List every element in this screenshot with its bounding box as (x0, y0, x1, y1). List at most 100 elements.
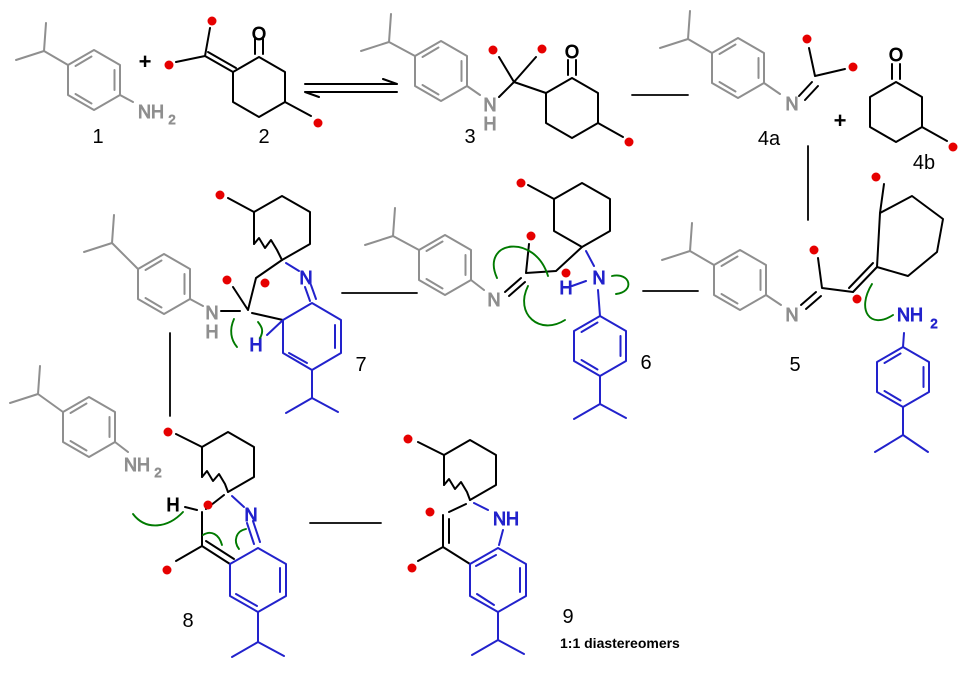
isopropyl-and-n-bonds (364, 207, 485, 291)
amine-subscript: 2 (154, 465, 161, 480)
compound-7-label: 7 (355, 354, 366, 376)
isotope-dot (516, 178, 526, 188)
nitrogen-label: N (786, 94, 799, 114)
compound-8-structure: H N (132, 431, 287, 658)
cyclohexanone-ring (232, 56, 286, 118)
imine-double-bond (798, 81, 819, 101)
electron-pushing-arrow (493, 245, 549, 279)
isotope-dot (162, 565, 172, 575)
isotope-dot (871, 172, 881, 182)
compound-3-label: 3 (464, 126, 475, 148)
imine-bonds (231, 495, 261, 545)
isotope-dot (222, 275, 232, 285)
compound-6-label: 6 (640, 352, 651, 374)
nh-hydrogen-label: H (484, 114, 497, 134)
wavy-stereo-bond (253, 237, 283, 261)
isotope-dot (313, 118, 323, 128)
compound-5-label: 5 (789, 354, 800, 376)
carbonyl-and-methyl (891, 63, 948, 142)
compound-4b-label: 4b (913, 152, 935, 174)
amine-label: NH (897, 305, 923, 325)
isotope-dot (526, 231, 536, 241)
amine-subscript: 2 (930, 316, 937, 331)
isotope-dot (163, 427, 173, 437)
byproduct-aniline-structure: NH 2 (9, 365, 162, 481)
electron-pushing-arrow (132, 511, 184, 527)
compound-9-label: 9 (562, 606, 573, 628)
compound-7-structure: N H H N (83, 195, 342, 414)
compound-1-structure: NH 2 (15, 22, 176, 128)
compound-4b-structure: O (869, 45, 948, 143)
isotope-dot (852, 294, 862, 304)
isotope-dot (848, 62, 858, 72)
aniline-benzene-ring (876, 346, 930, 408)
benzene-ring (137, 253, 191, 315)
exocyclic-double-bond (204, 51, 237, 73)
cyclohexanone-ring (869, 81, 923, 143)
oxygen-label: O (252, 24, 266, 44)
isotope-dot (260, 278, 270, 288)
isopropyl-and-n-bonds (661, 222, 782, 306)
plus-sign: + (139, 49, 152, 74)
isotope-dot (407, 563, 417, 573)
oxygen-label: O (889, 45, 903, 65)
compound-6-structure: N H N (364, 182, 630, 420)
compound-3-structure: N H O (360, 13, 624, 139)
methyl-and-chain (817, 257, 854, 293)
imine-bonds (285, 262, 317, 302)
imine-double-bond (800, 291, 822, 310)
plus-sign: + (834, 108, 847, 133)
nitrogen-label: N (300, 268, 313, 288)
isopropyl-and-nh2-bonds (9, 365, 129, 453)
compound-9-structure: NH (417, 439, 527, 656)
compound-5-structure: N NH 2 (661, 183, 944, 453)
compound-1-label: 1 (92, 126, 103, 148)
nitrogen-label: N (593, 268, 606, 288)
ring-hydrogen-label: H (167, 495, 180, 515)
electron-pushing-arrow (257, 321, 264, 339)
isopropyl-and-n-bonds (659, 10, 781, 95)
methyl-and-chain (525, 243, 583, 274)
isotope-dot (207, 16, 217, 26)
enamine-double-bond (201, 540, 235, 565)
equilibrium-arrow (304, 78, 398, 98)
benzene-ring (418, 234, 472, 296)
nh-bonds (473, 502, 504, 546)
electron-pushing-arrow (611, 274, 630, 295)
isotope-dot (537, 44, 547, 54)
nitrogen-label: N (786, 305, 799, 325)
nh-hydrogen-label: H (206, 322, 219, 342)
nitrogen-label: N (245, 505, 258, 525)
isopropyl-bonds (573, 375, 627, 420)
equilibrium-reverse (304, 91, 398, 98)
benzene-ring (713, 249, 767, 311)
methyl-bonds (808, 47, 846, 77)
electron-pushing-arrow (202, 531, 223, 546)
compound-2-structure: O (175, 24, 312, 118)
alkene-double-bond (848, 262, 878, 293)
benzene-ring (62, 396, 116, 458)
isopropyl-and-n-bonds (83, 214, 204, 307)
ring-double-bonds (475, 554, 521, 606)
nh-label: NH (493, 509, 519, 529)
isotope-dot (809, 245, 819, 255)
amine-subscript: 2 (168, 112, 175, 127)
cyclohexanone-ring (545, 77, 599, 139)
benzene-ring (414, 40, 468, 102)
isotope-label-dots (162, 16, 958, 575)
nh-hydrogen-label: H (560, 278, 573, 298)
compound-8-label: 8 (182, 610, 193, 632)
isotope-dot (215, 190, 225, 200)
cyclohexane-ring (253, 195, 311, 261)
ring-methyl (879, 183, 885, 214)
benzo-ring (229, 547, 287, 613)
wavy-stereo-bond (443, 478, 471, 501)
benzene-ring (67, 49, 121, 111)
isotope-dot (164, 60, 174, 70)
isotope-dot (488, 45, 498, 55)
isopropyl-bonds (471, 611, 525, 656)
ring-methyl (227, 197, 255, 213)
compound-2-label: 2 (258, 126, 269, 148)
